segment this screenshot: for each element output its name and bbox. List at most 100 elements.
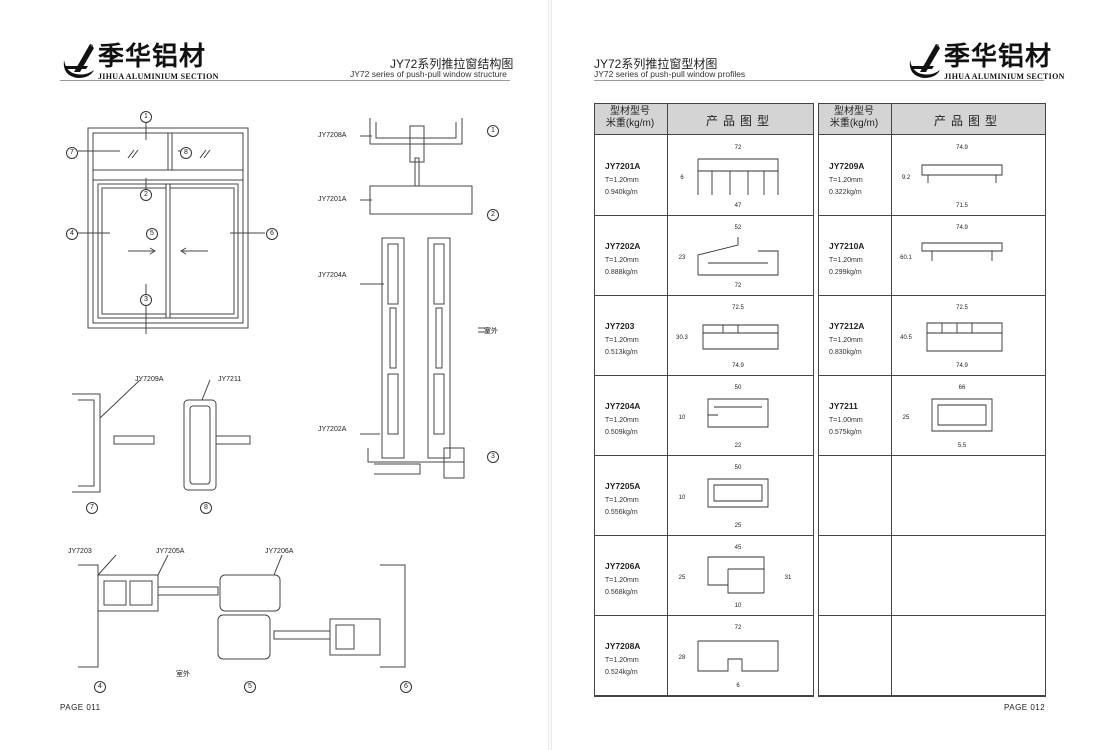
- section-label-jy7201a: JY7201A: [318, 196, 347, 203]
- dimension-label: 28: [679, 655, 686, 661]
- dimension-label: 72: [735, 283, 742, 289]
- profile-weight: 0.322kg/m: [829, 189, 862, 196]
- outdoor-label: 室外: [484, 328, 498, 335]
- profile-drawing: 72.540.574.9: [900, 305, 1003, 369]
- profile-code: JY7211: [829, 401, 858, 411]
- callout-6: 6: [266, 228, 278, 240]
- page-subtitle: JY72 series of push-pull window structur…: [350, 69, 507, 79]
- profile-thickness: T=1.20mm: [605, 417, 639, 424]
- dimension-label: 72.5: [732, 305, 744, 311]
- column-separator: [891, 104, 892, 696]
- profile-table-left: 型材型号 米重(kg/m) 产品图型 JY7201A T=1.20mm 0.940k…: [594, 103, 814, 697]
- brand-logo-icon: [909, 44, 940, 78]
- table-header: 型材型号 米重(kg/m) 产品图型: [595, 104, 813, 135]
- table-header: 型材型号 米重(kg/m) 产品图型: [819, 104, 1045, 135]
- section-callout-3: 3: [487, 451, 499, 463]
- page-title: JY72系列推拉窗型材图: [594, 57, 718, 71]
- brand-logo: 季华铝材 JIHUA ALUMINIUM SECTION: [60, 42, 219, 82]
- brand-logo-icon: [63, 44, 94, 78]
- dimension-label: 40.5: [900, 335, 912, 341]
- dimension-label: 31: [785, 575, 792, 581]
- dimension-label: 50: [735, 385, 742, 391]
- profile-outline: [707, 398, 769, 428]
- profile-weight: 0.940kg/m: [605, 189, 638, 196]
- profile-code: JY7201A: [605, 161, 641, 171]
- horizontal-section-drawing: [78, 555, 406, 668]
- right-page: JY72系列推拉窗型材图 JY72 series of push-pull wi…: [550, 0, 1100, 750]
- profile-thickness: T=1.20mm: [605, 657, 639, 664]
- dimension-label: 74.9: [956, 225, 968, 231]
- section-callout-1: 1: [487, 125, 499, 137]
- dimension-label: 6: [680, 175, 684, 181]
- section-label-jy7202a: JY7202A: [318, 426, 347, 433]
- dimension-label: 10: [679, 415, 686, 421]
- profile-outline: [931, 398, 993, 432]
- profile-code: JY7205A: [605, 481, 641, 491]
- profile-weight: 0.888kg/m: [605, 269, 638, 276]
- profile-outline: [697, 158, 779, 195]
- column-separator: [667, 104, 668, 696]
- table-row: [819, 455, 1045, 536]
- callout-3: 3: [140, 294, 152, 306]
- dimension-label: 72.5: [956, 305, 968, 311]
- callout-2: 2: [140, 189, 152, 201]
- page-number: PAGE 011: [60, 703, 101, 712]
- page-subtitle: JY72 series of push-pull window profiles: [594, 69, 746, 79]
- profile-thickness: T=1.20mm: [605, 257, 639, 264]
- profile-outline: [697, 237, 779, 276]
- profile-code: JY7204A: [605, 401, 641, 411]
- profile-outline: [697, 640, 779, 672]
- vertical-section-drawing: [360, 118, 490, 479]
- profile-outline: [702, 324, 779, 350]
- profile-code: JY7208A: [605, 641, 641, 651]
- header-profile-model: 型材型号 米重(kg/m): [829, 106, 879, 129]
- header-rule: [60, 80, 510, 81]
- profile-weight: 0.830kg/m: [829, 349, 862, 356]
- callout-5: 5: [146, 228, 158, 240]
- header-profile-model: 型材型号 米重(kg/m): [605, 106, 655, 129]
- dimension-label: 25: [735, 523, 742, 529]
- dimension-label: 66: [959, 385, 966, 391]
- window-elevation-drawing: [78, 118, 265, 334]
- bottom-callout-4: 4: [94, 681, 106, 693]
- profile-code: JY7210A: [829, 241, 865, 251]
- profile-table-right: 型材型号 米重(kg/m) 产品图型 JY7209A T=1.20mm 0.322k…: [818, 103, 1046, 697]
- section-label-jy7208a: JY7208A: [318, 132, 347, 139]
- brand-name-en: JIHUA ALUMINIUM SECTION: [98, 72, 219, 81]
- profile-thickness: T=1.20mm: [605, 577, 639, 584]
- detail-label-jy7209a: JY7209A: [135, 376, 164, 383]
- profile-outline: [707, 478, 769, 508]
- dimension-label: 5.5: [958, 443, 967, 449]
- callout-8: 8: [180, 147, 192, 159]
- profile-thickness: T=1.20mm: [829, 337, 863, 344]
- profile-sketch: 50 10 25: [668, 455, 813, 535]
- page-number: PAGE 012: [1004, 703, 1046, 712]
- profile-weight: 0.575kg/m: [829, 429, 862, 436]
- profile-thickness: T=1.20mm: [605, 337, 639, 344]
- bottom-label-jy7205a: JY7205A: [156, 548, 185, 555]
- dimension-label: 10: [679, 495, 686, 501]
- profile-code: JY7212A: [829, 321, 865, 331]
- dimension-label: 50: [735, 465, 742, 471]
- dimension-label: 30.3: [676, 335, 688, 341]
- dimension-label: 25: [679, 575, 686, 581]
- bottom-label-jy7206a: JY7206A: [265, 548, 294, 555]
- dimension-label: 9.2: [902, 175, 911, 181]
- dimension-label: 74.9: [956, 145, 968, 151]
- profile-outline: [926, 322, 1003, 352]
- profile-code: JY7209A: [829, 161, 865, 171]
